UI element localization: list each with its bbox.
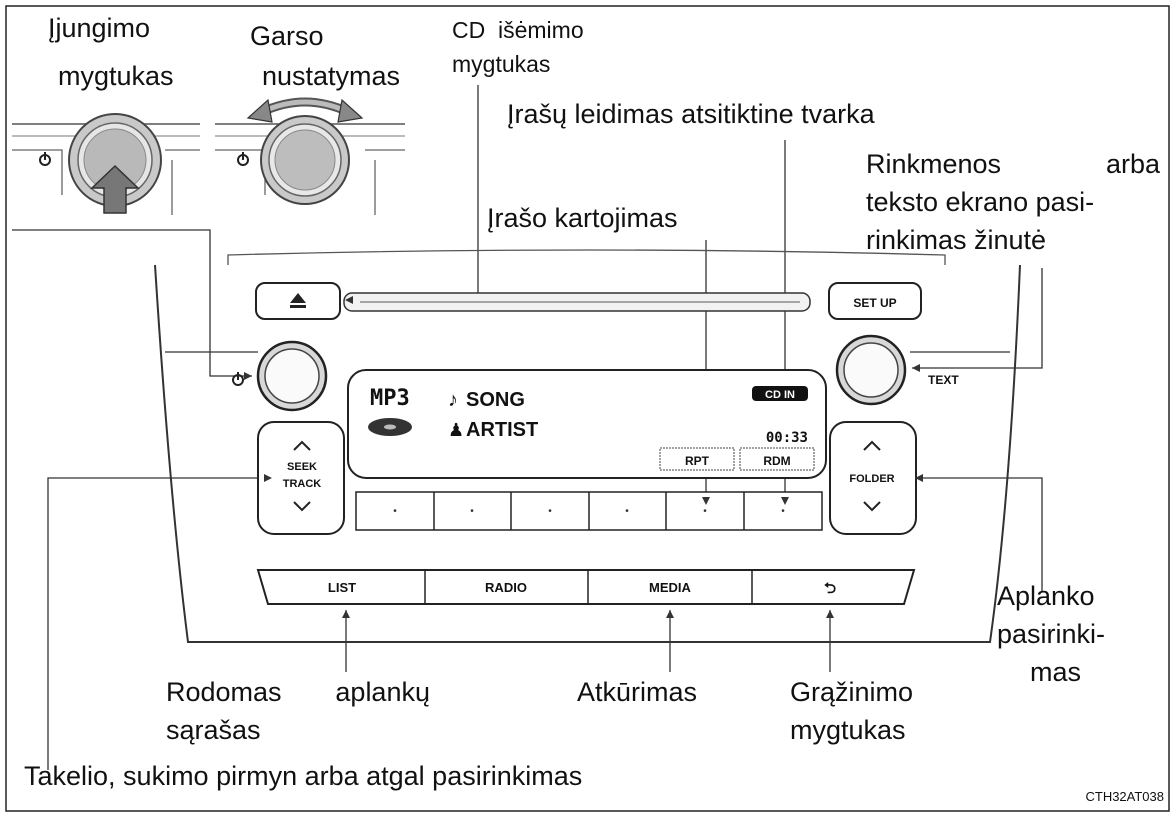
- preset-button-2[interactable]: •: [470, 506, 474, 517]
- folder-button[interactable]: FOLDER: [829, 421, 917, 535]
- format-indicator: MP3: [370, 386, 410, 411]
- callout-folder-select-line1: Aplanko: [997, 581, 1095, 611]
- preset-button-4[interactable]: •: [625, 506, 629, 517]
- eject-button[interactable]: [255, 282, 341, 320]
- inset-volume-knob: [215, 97, 405, 215]
- back-button[interactable]: ⮌: [824, 580, 836, 597]
- setup-button-label: SET UP: [853, 296, 896, 310]
- figure-code: CTH32AT038: [1085, 789, 1164, 804]
- chevron-up-icon: [293, 440, 311, 451]
- callout-return-line2: mygtukas: [790, 715, 906, 745]
- person-icon: ♟: [448, 420, 464, 440]
- preset-buttons: • • • • • •: [355, 491, 823, 531]
- disc-icon: [368, 418, 412, 436]
- display-screen: MP3 ♪ SONG ♟ ARTIST CD IN 00:33 RPT RDM: [347, 369, 827, 479]
- callout-track-select: Takelio, sukimo pirmyn arba atgal pasiri…: [24, 761, 583, 791]
- power-icon: [39, 152, 51, 166]
- note-icon: ♪: [448, 389, 458, 411]
- seek-label: SEEK: [287, 461, 317, 473]
- radio-button[interactable]: RADIO: [485, 580, 527, 595]
- cd-in-badge: [752, 386, 808, 401]
- rdm-indicator: RDM: [763, 454, 790, 468]
- leader-arrowheads: [244, 296, 923, 618]
- power-volume-knob[interactable]: [232, 340, 328, 412]
- media-button[interactable]: MEDIA: [649, 580, 692, 595]
- preset-button-3[interactable]: •: [548, 506, 552, 517]
- power-icon: [232, 372, 244, 386]
- callout-return-line1: Grąžinimo: [790, 677, 914, 707]
- callout-cd-eject-line2: mygtukas: [452, 51, 551, 77]
- callout-power-button-line2: mygtukas: [58, 61, 174, 91]
- callout-folder-list-line2: sąrašas: [166, 715, 261, 745]
- bottom-buttons: LIST RADIO MEDIA ⮌: [256, 569, 916, 605]
- rpt-indicator: RPT: [685, 454, 710, 468]
- callout-cd-eject-line1: CD išėmimo: [452, 17, 584, 43]
- rotate-arrow-icon: [246, 97, 364, 123]
- preset-button-6[interactable]: •: [781, 506, 785, 517]
- track-label: TRACK: [283, 478, 322, 490]
- text-label: TEXT: [928, 373, 959, 387]
- time-display: 00:33: [766, 430, 808, 446]
- tune-text-knob[interactable]: [835, 334, 907, 406]
- callout-volume-line2: nustatymas: [262, 61, 401, 91]
- callout-folder-list-word1: Rodomas: [166, 677, 282, 707]
- callout-power-button-line1: Įjungimo: [48, 13, 151, 43]
- callout-file-text-word1: Rinkmenos: [866, 149, 1002, 179]
- callout-playback: Atkūrimas: [577, 677, 698, 707]
- chevron-down-icon: [293, 501, 311, 512]
- artist-name: ARTIST: [466, 419, 538, 441]
- callout-volume-line1: Garso: [250, 21, 324, 51]
- list-button[interactable]: LIST: [328, 580, 356, 595]
- chevron-down-icon: [863, 501, 881, 512]
- callout-folder-select-line3: mas: [1030, 657, 1082, 687]
- preset-button-1[interactable]: •: [393, 506, 397, 517]
- callout-file-text-word2: arba: [1105, 149, 1160, 179]
- preset-button-5[interactable]: •: [703, 506, 707, 517]
- callout-random: Įrašų leidimas atsitiktine tvarka: [507, 99, 875, 129]
- callout-folder-list-line1: Rodomas aplankų: [166, 677, 430, 708]
- callout-file-text-line1: Rinkmenos arba: [866, 149, 1160, 180]
- head-unit: SET UP TEXT MP3 ♪ SONG ♟: [154, 249, 1021, 643]
- seek-track-button[interactable]: SEEK TRACK: [257, 421, 345, 535]
- callout-file-text-line2: teksto ekrano pasi-: [866, 187, 1095, 217]
- callout-file-text-line3: rinkimas žinutė: [866, 225, 1047, 255]
- power-icon: [237, 152, 249, 166]
- setup-button[interactable]: SET UP: [828, 282, 922, 320]
- song-title: SONG: [466, 389, 525, 411]
- callout-folder-list-word2: aplankų: [335, 677, 430, 707]
- callout-repeat: Įrašo kartojimas: [487, 203, 678, 233]
- callout-folder-select-line2: pasirinki-: [997, 619, 1106, 649]
- chevron-up-icon: [863, 440, 881, 451]
- figure-frame: [5, 5, 1170, 812]
- cd-in-text: CD IN: [765, 389, 795, 401]
- inset-power-knob: [12, 113, 200, 215]
- folder-label: FOLDER: [849, 473, 894, 485]
